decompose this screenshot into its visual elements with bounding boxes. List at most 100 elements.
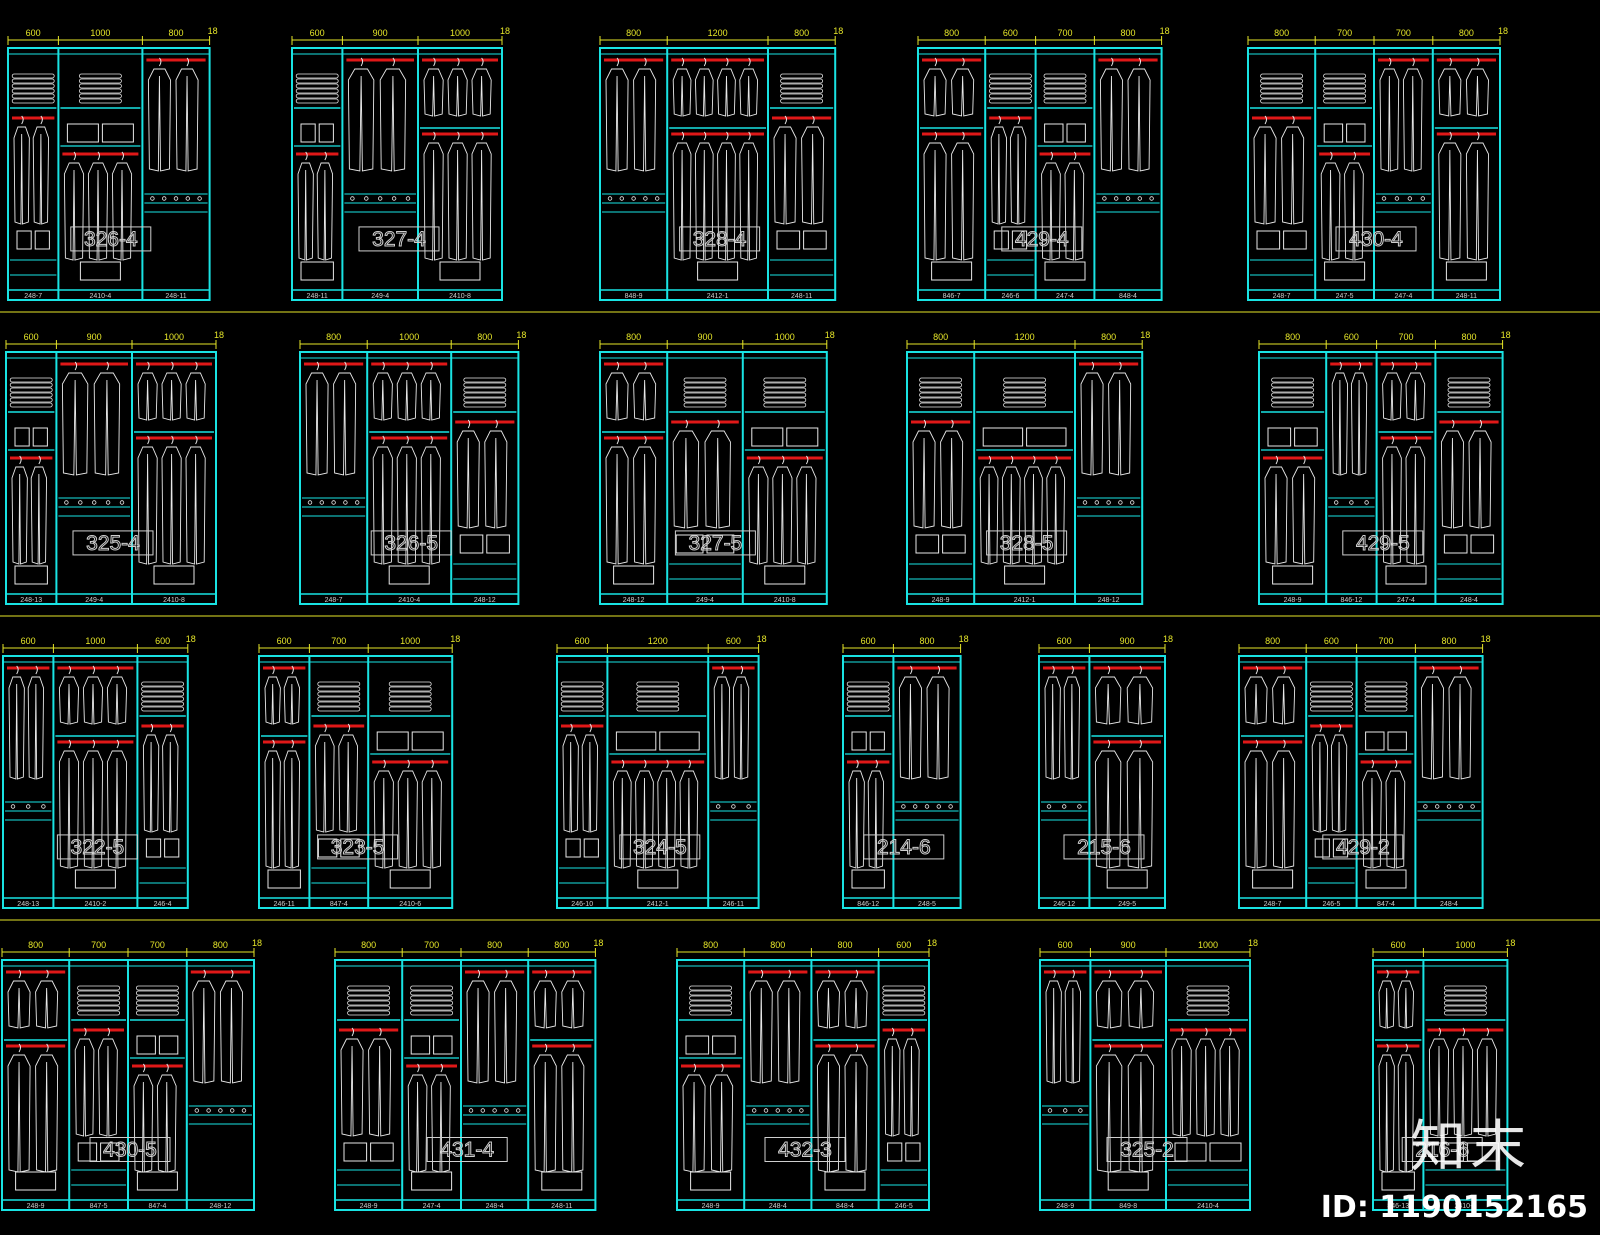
rack-hole [631, 196, 636, 201]
folded-clothes-icon [317, 681, 361, 687]
coat-icon [471, 142, 492, 261]
folded-clothes-icon [77, 995, 120, 1001]
folded-clothes-icon [317, 696, 361, 702]
hanger-icon [1405, 1043, 1408, 1053]
coat-icon [1320, 162, 1341, 261]
dimension-label: 600 [1344, 332, 1359, 342]
hanger-icon [21, 115, 24, 125]
hanger-icon [457, 131, 460, 141]
drawer [1385, 565, 1427, 585]
drawer [15, 1171, 57, 1191]
folded-clothes-icon [1260, 78, 1303, 84]
folded-clothes-icon [1260, 83, 1303, 89]
hanger-icon [1072, 969, 1075, 979]
hanger-icon [1139, 739, 1142, 749]
unit-code-box [986, 530, 1068, 556]
hanger-icon [1386, 969, 1389, 979]
drawer [685, 1035, 710, 1055]
hanger-icon [107, 1027, 110, 1037]
coat-icon [1195, 1038, 1216, 1137]
folded-clothes-icon [919, 377, 962, 383]
hanger-icon [1438, 1027, 1441, 1037]
folded-clothes-icon [9, 392, 53, 398]
hanger-icon [186, 57, 190, 67]
drawer [803, 230, 827, 250]
dimension-label: 600 [1058, 940, 1073, 950]
cabinet-frame [5, 351, 217, 605]
drawer [1387, 731, 1407, 751]
folded-clothes-icon [560, 696, 604, 702]
hanger-icon [910, 665, 913, 675]
folded-clothes-icon [1260, 73, 1303, 79]
coat-icon [979, 466, 999, 565]
unit-code-box [56, 834, 138, 860]
coat-icon [1099, 68, 1123, 172]
drawer [145, 838, 162, 858]
coat-icon [396, 446, 417, 565]
folded-clothes-icon [919, 402, 962, 408]
hanger-icon [788, 969, 791, 979]
hanger-icon [1140, 1043, 1143, 1053]
hanger-icon [693, 1063, 697, 1073]
hanger-icon [911, 1027, 914, 1037]
hanger-icon [430, 435, 433, 445]
dimension-label: 600 [861, 636, 876, 646]
bay-code-label: 248-7 [24, 293, 42, 300]
hanger-icon [1462, 1027, 1465, 1037]
dimension-label: 600 [1003, 28, 1018, 38]
coat-icon [13, 126, 30, 225]
coat-icon [347, 68, 375, 172]
bay-code-label: 2412-1 [1014, 597, 1036, 604]
rack-hole [504, 1108, 509, 1113]
rack-hole [924, 804, 930, 809]
hanger-icon [477, 969, 481, 979]
coat-icon [137, 446, 158, 565]
hanger-icon [681, 131, 685, 141]
coat-icon [1468, 430, 1492, 529]
drawer [1294, 427, 1318, 447]
folded-clothes-icon [295, 78, 339, 84]
folded-clothes-icon [689, 985, 732, 991]
dimension-label: 1000 [775, 332, 795, 342]
folded-clothes-icon [919, 382, 962, 388]
hanger-icon [1255, 665, 1259, 675]
folded-clothes-icon [560, 691, 604, 697]
folded-clothes-icon [989, 98, 1032, 104]
hanger-icon [875, 759, 878, 769]
drawer [389, 869, 431, 889]
folded-clothes-icon [9, 377, 53, 383]
bay-code-label: 847-4 [148, 1203, 166, 1210]
hanger-icon [383, 759, 386, 769]
rack-hole [716, 804, 721, 809]
folded-clothes-icon [9, 387, 53, 393]
folded-clothes-icon [388, 701, 432, 707]
coat-icon [338, 734, 358, 833]
rack-hole [746, 804, 751, 809]
hanger-icon [231, 969, 234, 979]
hanger-icon [1449, 57, 1452, 67]
bay-code-label: 248-5 [918, 901, 936, 908]
dimension-label: 700 [1398, 332, 1413, 342]
dimension-label: 800 [554, 940, 569, 950]
drawer [1365, 731, 1385, 751]
coat-icon [466, 980, 490, 1084]
unit-code-label: 322-5 [71, 836, 125, 859]
drawer [712, 1035, 736, 1055]
folded-clothes-icon [1444, 1005, 1487, 1011]
folded-clothes-icon [410, 985, 454, 991]
folded-clothes-icon [1444, 990, 1487, 996]
folded-clothes-icon [77, 1000, 120, 1006]
hanger-icon [467, 419, 471, 429]
folded-clothes-icon [1186, 1000, 1230, 1006]
dimension-label: 700 [331, 636, 346, 646]
coat-icon [1378, 980, 1395, 1029]
folded-clothes-icon [347, 1010, 391, 1016]
coat-icon [581, 734, 599, 833]
drawer [613, 565, 655, 585]
folded-clothes-icon [388, 686, 432, 692]
hanger-icon [360, 57, 364, 67]
hanger-icon [998, 115, 1001, 125]
folded-clothes-icon [135, 995, 179, 1001]
